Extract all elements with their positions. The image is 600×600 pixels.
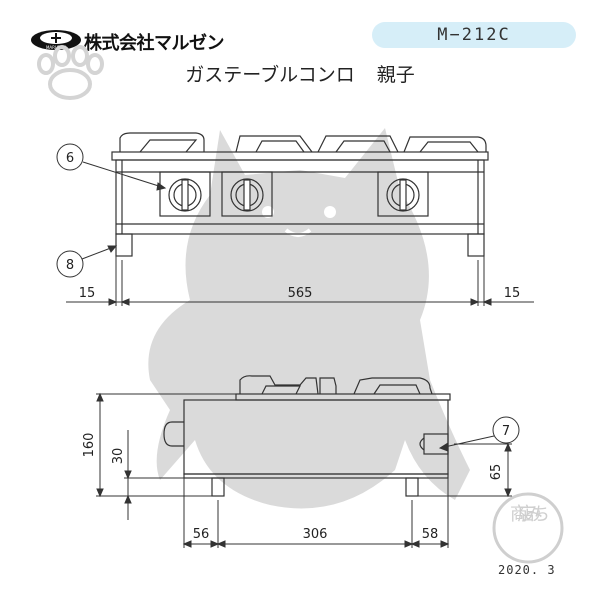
product-title: ガステーブルコンロ親子 <box>0 60 600 87</box>
gas-knob-3 <box>377 171 429 217</box>
front-dimension-lines <box>66 256 534 306</box>
burner-grates <box>119 132 487 153</box>
dim-side-right: 58 <box>422 527 439 542</box>
product-title-text: ガステーブルコンロ <box>185 64 355 86</box>
dim-side-connector-height: 65 <box>489 464 504 481</box>
dim-side-height: 160 <box>82 433 97 458</box>
dim-side-knob-height: 30 <box>111 448 126 465</box>
dim-side-left: 56 <box>193 527 210 542</box>
cat-face <box>262 206 336 237</box>
logo-emblem-text: MARUZEN <box>46 45 66 50</box>
callout-6-label: 6 <box>66 151 74 166</box>
paw-watermark-icon <box>37 45 104 100</box>
shop-stamp-icon: 商店みち <box>492 492 564 564</box>
side-view <box>163 375 451 497</box>
front-view <box>111 132 489 257</box>
maruzen-emblem-icon: MARUZEN <box>31 30 81 50</box>
company-name: 株式会社マルゼン <box>84 33 225 54</box>
callout-7 <box>438 416 520 452</box>
gas-knob-1 <box>159 171 211 217</box>
side-horizontal-dimensions <box>182 478 450 548</box>
callout-8-label: 8 <box>66 258 74 273</box>
model-number-badge: M−212C <box>372 22 576 48</box>
company-logo: MARUZEN <box>30 28 230 52</box>
callout-6 <box>56 143 167 191</box>
dim-front-left: 15 <box>79 286 96 301</box>
dim-front-width: 565 <box>288 286 313 301</box>
callout-8 <box>56 245 118 278</box>
cat-watermark-icon <box>148 128 471 509</box>
callout-7-label: 7 <box>502 424 510 439</box>
gas-knob-2 <box>221 171 273 217</box>
stamp-text: 商店みち <box>510 504 550 525</box>
product-subtitle: 親子 <box>376 64 415 86</box>
dim-side-middle: 306 <box>303 527 328 542</box>
dim-front-right: 15 <box>504 286 521 301</box>
drawing-date: 2020. 3 <box>498 563 556 577</box>
side-vertical-dimensions <box>96 392 512 520</box>
